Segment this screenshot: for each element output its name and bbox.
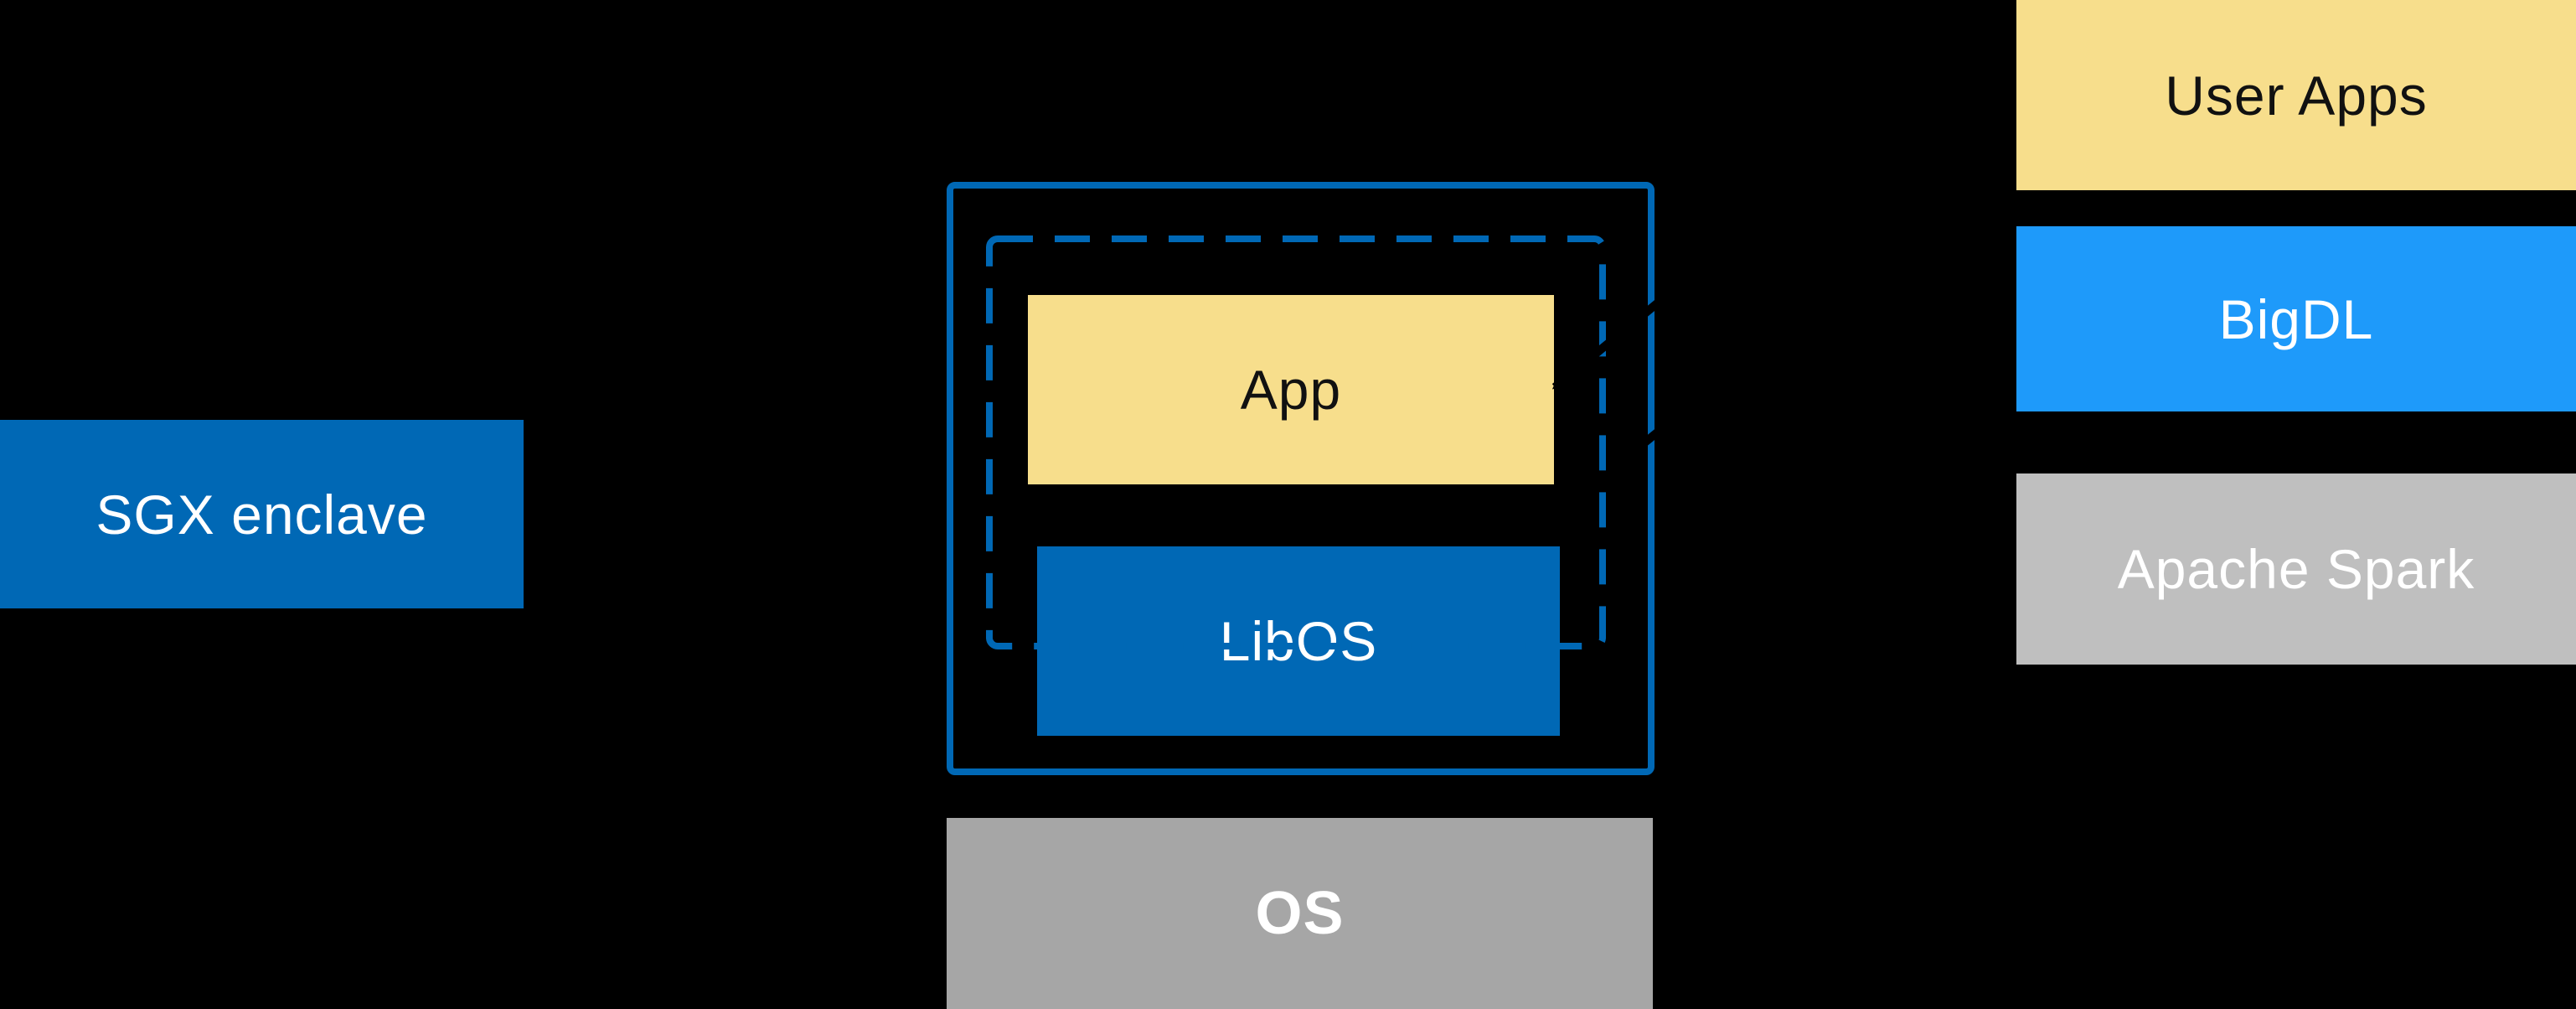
os-box: OS	[947, 818, 1653, 1009]
bigdl-box: BigDL	[2016, 226, 2576, 411]
app-box: App	[1028, 295, 1554, 484]
enclave-solid-border-box	[947, 182, 1655, 775]
bigdl-label: BigDL	[2218, 287, 2374, 350]
apache-spark-box: Apache Spark	[2016, 473, 2576, 665]
libos-box: LibOS	[1037, 546, 1560, 736]
user-apps-label: User Apps	[2165, 64, 2428, 127]
app-label: App	[1240, 359, 1342, 421]
os-label: OS	[1255, 880, 1345, 947]
user-apps-box: User Apps	[2016, 0, 2576, 190]
libos-label: LibOS	[1219, 610, 1378, 672]
sgx-enclave-label: SGX enclave	[96, 483, 428, 546]
sgx-enclave-box: SGX enclave	[0, 420, 524, 608]
apache-spark-label: Apache Spark	[2117, 538, 2475, 600]
